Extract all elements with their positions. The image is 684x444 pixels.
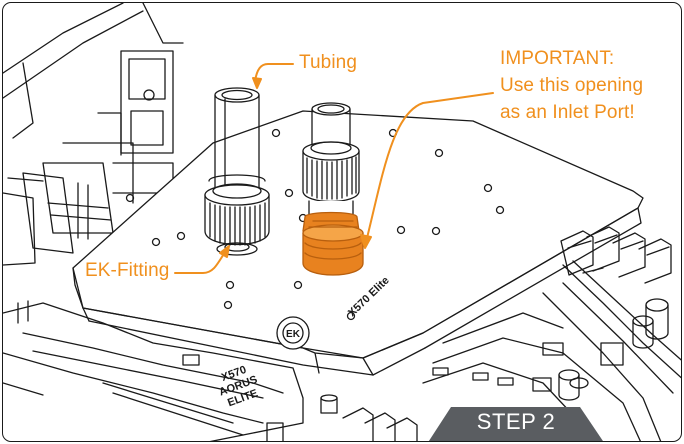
ek-fitting-assembly: [204, 87, 270, 256]
step-label: STEP 2: [476, 409, 556, 434]
inlet-arrow-icon: [360, 234, 372, 249]
ek-logo: EK: [286, 329, 301, 340]
inlet-port-callout: IMPORTANT: Use this opening as an Inlet …: [500, 45, 643, 126]
capacitors: [532, 298, 669, 401]
chipset-heatsink: [3, 300, 304, 441]
heatsink-label: X570 AORUS ELITE: [218, 364, 260, 409]
line-art-drawing: X570 AORUS ELITE: [3, 3, 681, 441]
important-line-2: Use this opening: [500, 75, 644, 96]
ek-fitting-arrow-icon: [219, 245, 230, 258]
rear-io-hardware: [3, 3, 184, 266]
ek-fitting-callout: EK-Fitting: [85, 260, 170, 281]
inlet-leader-line: [366, 92, 494, 239]
important-heading: IMPORTANT:: [500, 48, 615, 69]
tubing-callout: Tubing: [299, 52, 357, 73]
inlet-fitting-assembly: [302, 102, 364, 276]
ek-fitting-leader-line: [174, 251, 226, 274]
important-line-3: as an Inlet Port!: [500, 102, 635, 123]
callout-leaders: [174, 63, 494, 274]
sata-connectors: [266, 367, 514, 441]
step-badge: [425, 407, 607, 441]
tubing-arrow-icon: [252, 77, 262, 89]
